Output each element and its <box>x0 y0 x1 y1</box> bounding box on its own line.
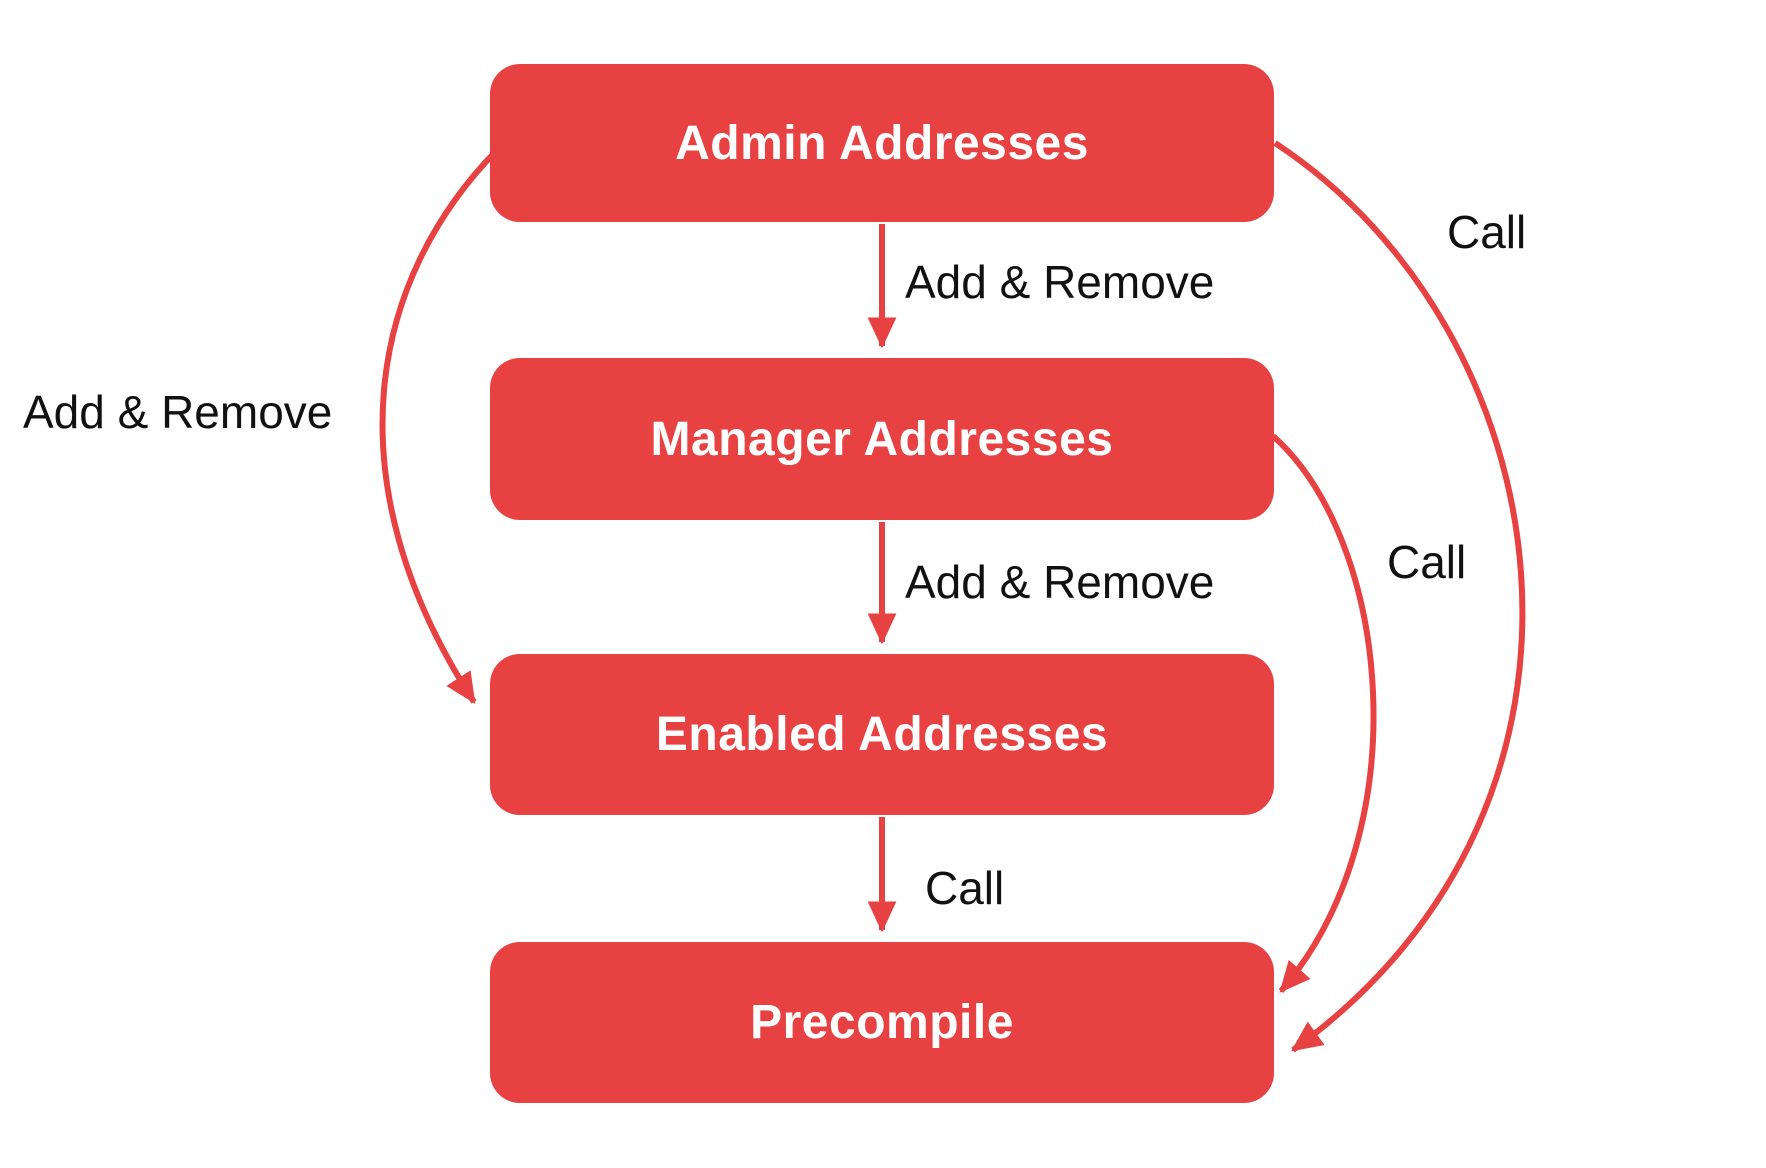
edge-label-manager-to-enabled: Add & Remove <box>905 556 1215 608</box>
node-admin-addresses-label: Admin Addresses <box>675 116 1089 170</box>
node-precompile: Precompile <box>490 942 1274 1103</box>
node-enabled-addresses: Enabled Addresses <box>490 654 1274 815</box>
node-manager-addresses: Manager Addresses <box>490 358 1274 520</box>
edge-label-admin-to-precompile: Call <box>1447 206 1527 258</box>
node-manager-addresses-label: Manager Addresses <box>650 412 1114 466</box>
arrow-admin-to-enabled-curve <box>379 147 500 705</box>
node-precompile-label: Precompile <box>750 996 1014 1049</box>
node-admin-addresses: Admin Addresses <box>490 64 1274 222</box>
arrow-admin-to-precompile-curve <box>1273 140 1526 1053</box>
edge-label-admin-to-manager: Add & Remove <box>905 256 1215 308</box>
edge-label-manager-to-precompile: Call <box>1387 536 1467 588</box>
arrow-manager-to-precompile-curve <box>1271 433 1377 993</box>
edge-label-admin-to-enabled: Add & Remove <box>23 386 333 438</box>
edge-label-enabled-to-precompile: Call <box>925 862 1005 914</box>
node-enabled-addresses-label: Enabled Addresses <box>655 708 1109 761</box>
